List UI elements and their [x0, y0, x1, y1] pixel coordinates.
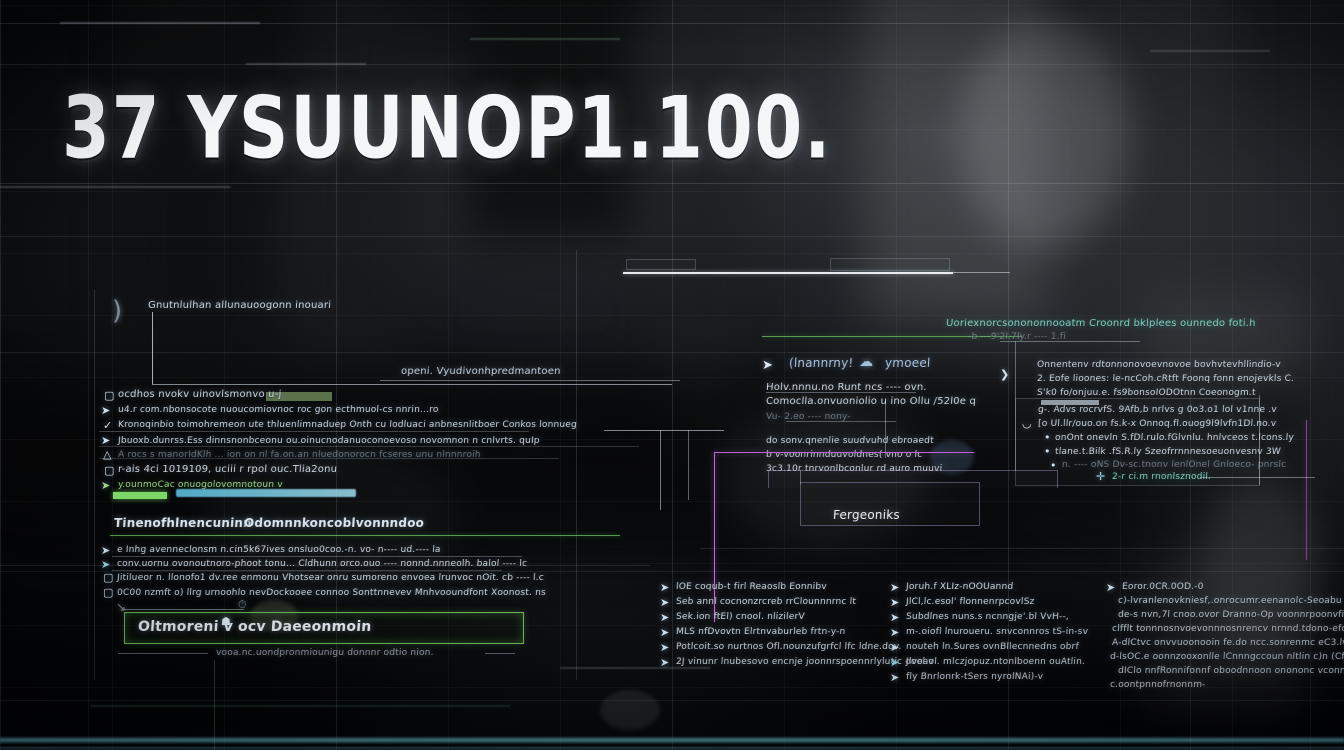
- hud-infographic-canvas: 37 YSUUNOP1.100. 37 YSUUNOP1.100. ⁢) Gnu…: [0, 0, 1344, 750]
- film-grain-overlay: [0, 0, 1344, 750]
